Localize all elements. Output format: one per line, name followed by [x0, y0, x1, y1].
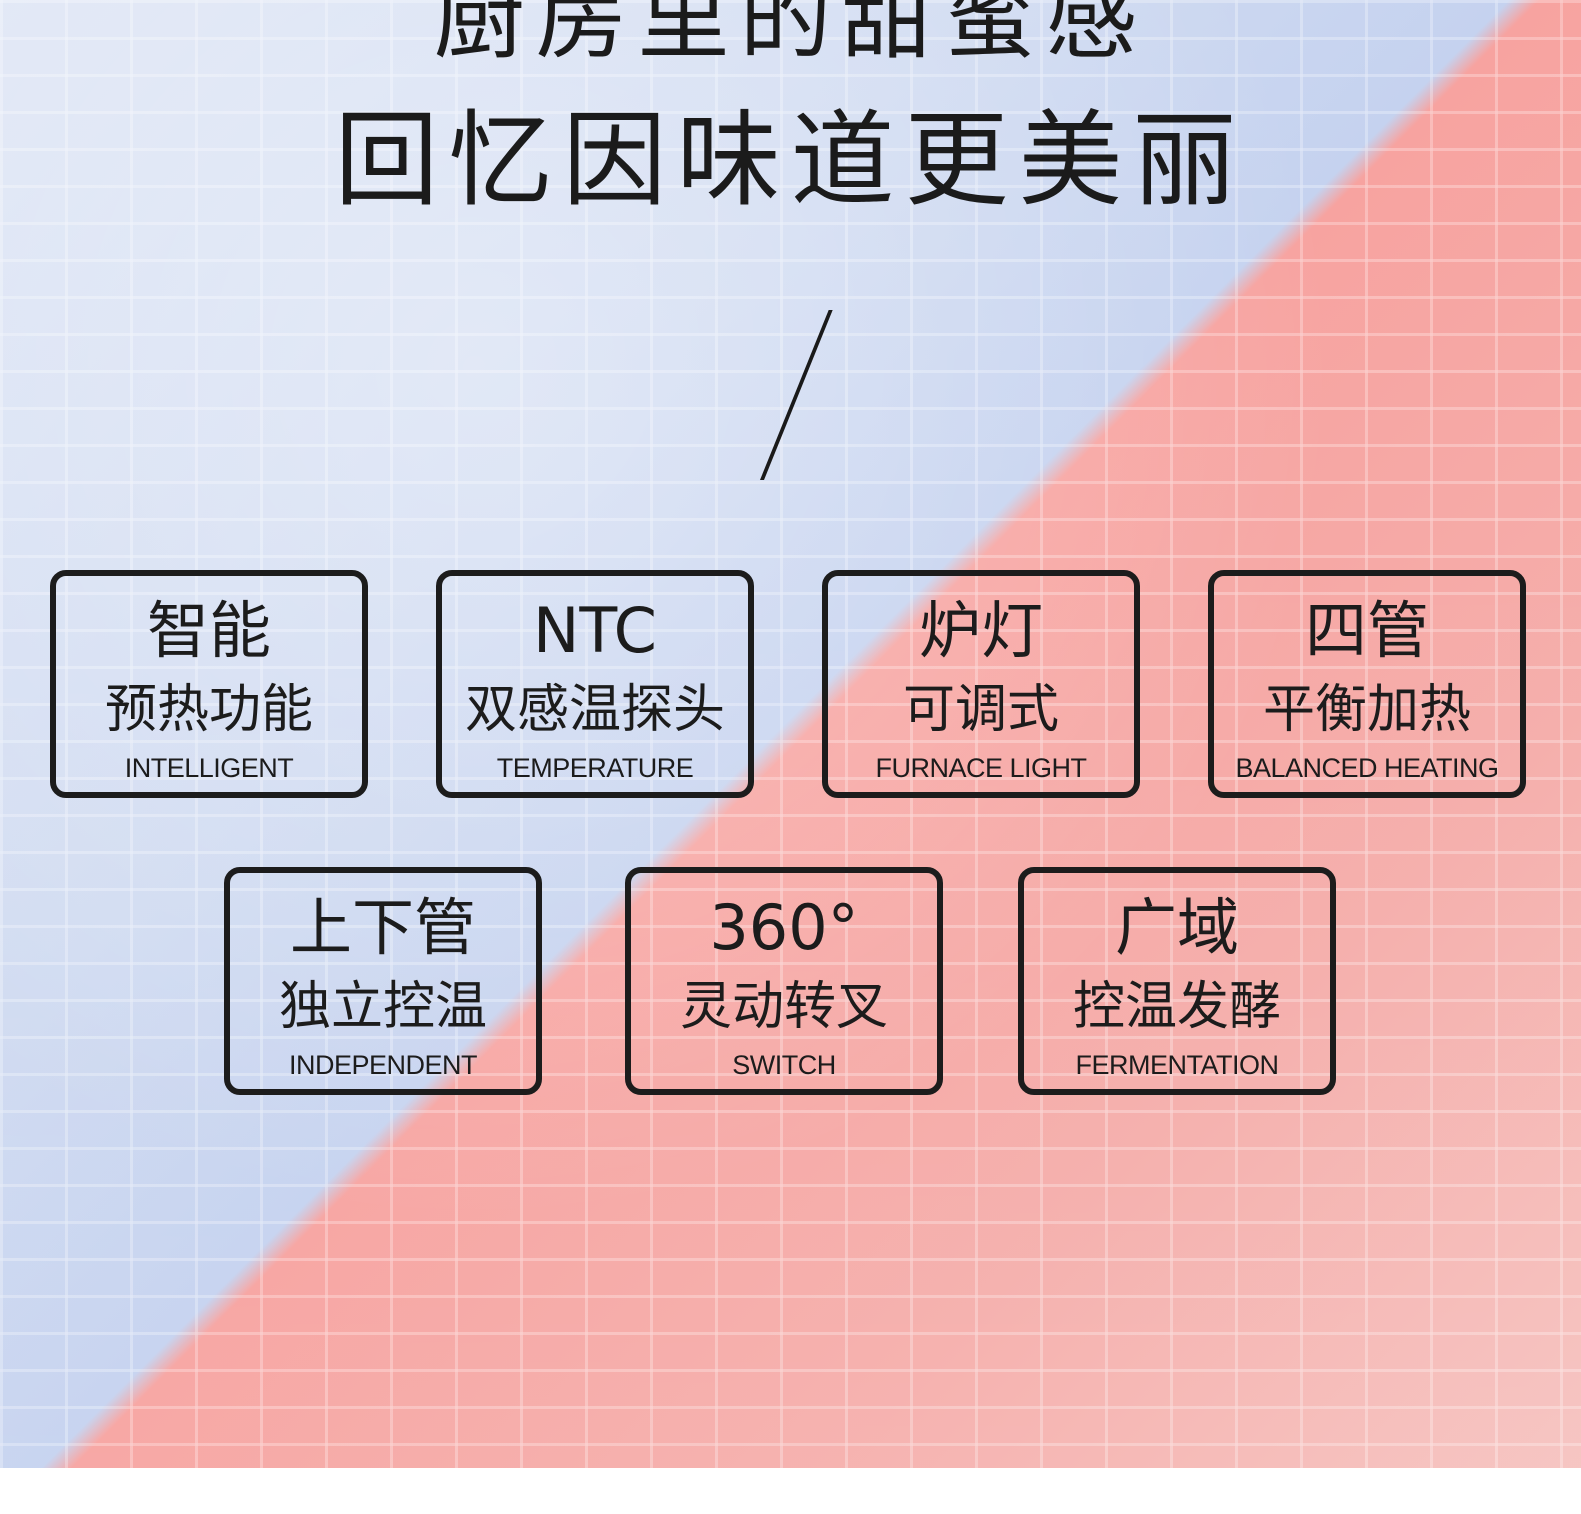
feature-title: 广域 [1114, 891, 1239, 964]
bottom-margin [0, 1468, 1581, 1514]
headline-line-1: 厨房里的甜蜜感 [433, 0, 1148, 72]
feature-english: INTELLIGENT [124, 753, 294, 783]
feature-card-balanced-heating: 四管 平衡加热 BALANCED HEATING [1208, 570, 1526, 798]
lower-band [0, 508, 1581, 1468]
feature-card-independent: 上下管 独立控温 INDEPENDENT [224, 867, 542, 1095]
feature-english: FERMENTATION [1075, 1050, 1280, 1080]
feature-title: 上下管 [289, 891, 476, 964]
feature-english: SWITCH [732, 1050, 836, 1080]
feature-subtitle: 平衡加热 [1262, 680, 1471, 740]
feature-english: BALANCED HEATING [1235, 753, 1499, 783]
feature-subtitle: 控温发酵 [1072, 977, 1281, 1037]
feature-title: NTC [533, 594, 657, 667]
feature-subtitle: 独立控温 [278, 977, 487, 1037]
feature-title: 炉灯 [918, 594, 1043, 667]
feature-title: 智能 [146, 594, 271, 667]
feature-subtitle: 灵动转叉 [679, 977, 888, 1037]
feature-title: 四管 [1304, 594, 1429, 667]
feature-english: TEMPERATURE [496, 753, 694, 783]
light-sheen [0, 0, 1581, 1468]
feature-subtitle: 双感温探头 [464, 680, 725, 740]
feature-card-ntc: NTC 双感温探头 TEMPERATURE [436, 570, 754, 798]
feature-card-intelligent: 智能 预热功能 INTELLIGENT [50, 570, 368, 798]
feature-card-furnace-light: 炉灯 可调式 FURNACE LIGHT [822, 570, 1140, 798]
headline-line-2: 回忆因味道更美丽 [334, 99, 1247, 221]
brick-wall-background [0, 0, 1581, 1468]
feature-subtitle: 可调式 [902, 680, 1059, 740]
feature-english: INDEPENDENT [288, 1050, 478, 1080]
feature-card-fermentation: 广域 控温发酵 FERMENTATION [1018, 867, 1336, 1095]
feature-subtitle: 预热功能 [104, 680, 313, 740]
brick-texture [0, 0, 1581, 1468]
feature-title: 360° [709, 891, 859, 964]
feature-english: FURNACE LIGHT [875, 753, 1087, 783]
feature-card-switch: 360° 灵动转叉 SWITCH [625, 867, 943, 1095]
